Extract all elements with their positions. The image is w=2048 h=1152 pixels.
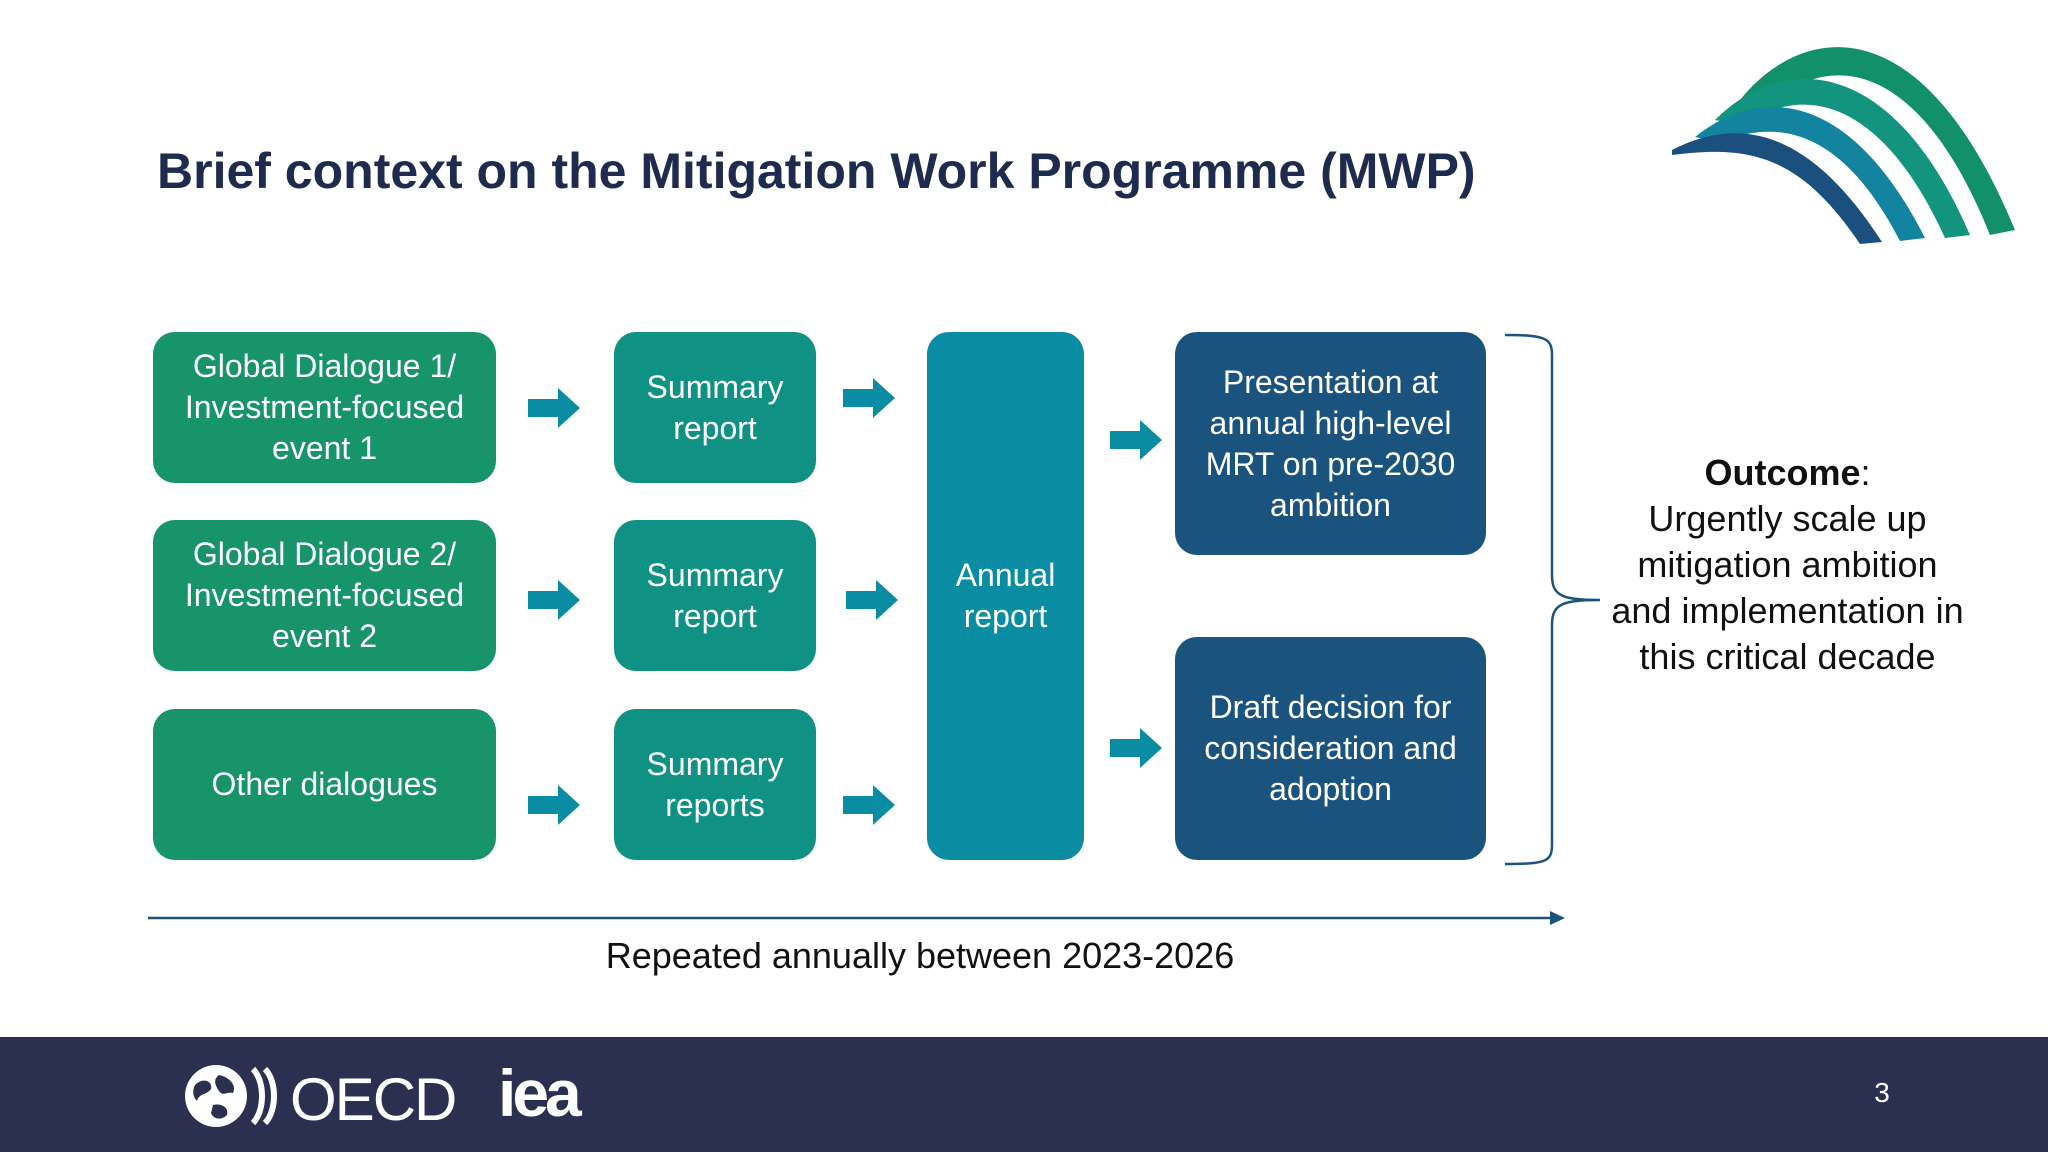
arrow-right-icon [843, 785, 895, 825]
global-dialogue-1-box: Global Dialogue 1/ Investment-focused ev… [153, 332, 496, 483]
timeline-arrowhead-icon [1550, 911, 1565, 925]
arrow-right-icon [528, 388, 580, 428]
outcome-label: Outcome [1704, 452, 1861, 493]
summary-reports-3-box: Summary reports [614, 709, 816, 860]
arrow-right-icon [843, 378, 895, 418]
page-number: 3 [1874, 1077, 1890, 1108]
summary-report-2-box: Summary report [614, 520, 816, 671]
presentation-mrt-box: Presentation at annual high-level MRT on… [1175, 332, 1486, 555]
outcome-text: Outcome: Urgently scale up mitigation am… [1611, 452, 1964, 677]
arrow-right-icon [846, 580, 898, 620]
timeline-label: Repeated annually between 2023-2026 [605, 935, 1235, 976]
iea-logo-text: iea [498, 1056, 582, 1130]
oecd-logo-text: OECD [290, 1066, 457, 1133]
oecd-globe-icon [185, 1065, 277, 1127]
footer-bar: OECD iea 3 [0, 1037, 2048, 1152]
outcome-description: Urgently scale up mitigation ambition an… [1611, 498, 1964, 677]
arrow-right-icon [1110, 420, 1162, 460]
other-dialogues-box: Other dialogues [153, 709, 496, 860]
wave-logo-icon [1672, 47, 2015, 244]
curly-bracket [1504, 333, 1601, 866]
arrow-right-icon [528, 785, 580, 825]
summary-report-1-box: Summary report [614, 332, 816, 483]
annual-report-box: Annual report [927, 332, 1084, 860]
global-dialogue-2-box: Global Dialogue 2/ Investment-focused ev… [153, 520, 496, 671]
arrow-right-icon [1110, 728, 1162, 768]
draft-decision-box: Draft decision for consideration and ado… [1175, 637, 1486, 860]
arrow-right-icon [528, 580, 580, 620]
slide-title: Brief context on the Mitigation Work Pro… [157, 143, 1476, 199]
